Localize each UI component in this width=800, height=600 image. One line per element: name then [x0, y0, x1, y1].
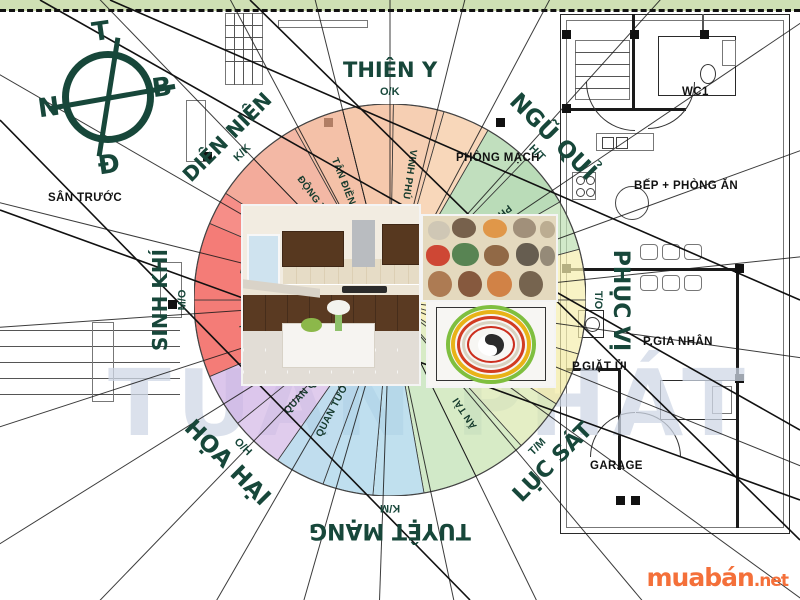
direction-ray-line	[389, 0, 551, 301]
floorplan-label-s-n-tr-c: SÂN TRƯỚC	[48, 192, 123, 204]
direction-ray-line	[389, 0, 466, 301]
direction-ray-line	[0, 299, 391, 428]
cooktop	[341, 286, 388, 294]
yin-yang-icon	[478, 333, 504, 356]
floorplan-label-ph-ng-m-ch: PHÒNG MẠCH	[456, 152, 540, 164]
kitchen-island	[281, 323, 376, 369]
direction-code-t-o: T/O	[592, 290, 605, 310]
column-left	[186, 100, 206, 162]
compass-label-north: B	[150, 71, 174, 105]
brand-suffix: .net	[753, 571, 789, 591]
column-left-2	[160, 262, 182, 318]
direction-ray-line	[0, 202, 391, 301]
zodiac-photo	[421, 214, 558, 302]
direction-name-tuyệt-mạng: TUYỆT MẠNG	[309, 517, 471, 543]
direction-code-o-k: O/K	[380, 86, 400, 98]
brand-name: muabán	[646, 563, 755, 592]
floorplan-label-garage: GARAGE	[590, 460, 643, 472]
direction-ray-line	[389, 0, 661, 301]
compass-label-south: N	[36, 91, 62, 125]
flowers	[327, 300, 351, 315]
direction-ray-line	[389, 299, 537, 600]
brand-logo: muabán.net	[646, 563, 790, 592]
floorplan-label-p-gia-nh-n: P.GIA NHÂN	[643, 336, 713, 348]
direction-code-k-m: K/M	[380, 502, 401, 514]
direction-ray-line	[0, 299, 391, 328]
kitchen-upper-cabinet	[281, 230, 344, 267]
direction-ray-line	[303, 299, 391, 600]
survey-line	[109, 0, 800, 301]
kitchen-photo	[241, 204, 421, 386]
kitchen-sink	[596, 133, 654, 151]
toilet-icon	[700, 64, 716, 84]
direction-ray-line	[389, 299, 800, 599]
direction-ray-line	[379, 299, 391, 600]
flower-stems	[334, 309, 342, 331]
yard-feature	[92, 322, 114, 402]
wc1-room	[658, 36, 736, 96]
stove	[572, 172, 596, 200]
direction-ray-line	[389, 22, 800, 301]
sink-basin-left	[602, 137, 614, 149]
direction-ray-line	[229, 0, 391, 301]
wc1-fixture	[722, 40, 736, 66]
compass-ring	[62, 51, 154, 143]
survey-line	[0, 119, 471, 600]
sink-basin-right	[616, 137, 628, 149]
direction-ray-line	[99, 0, 391, 301]
kitchen-upper-cabinet-right	[382, 223, 419, 265]
direction-name-sinh-khí: SINH KHÍ	[147, 249, 172, 351]
compass-label-west: T	[89, 15, 112, 49]
floorplan-label-b-p-ph-ng-n: BẾP + PHÒNG ĂN	[634, 180, 739, 192]
direction-ray-line	[389, 299, 643, 600]
compass-rose: T B N Đ	[36, 15, 180, 181]
direction-ray-line	[99, 299, 391, 600]
luopan-photo	[426, 300, 556, 388]
round-dining-table	[615, 186, 649, 220]
property-boundary-dashed-line	[0, 9, 800, 12]
property-boundary-strip	[0, 0, 800, 11]
range-hood	[352, 220, 375, 267]
direction-name-thiên-y: THIÊN Y	[343, 58, 438, 82]
floorplan-label-p-gi-t-i: P.GIẶT ỦI	[572, 361, 628, 373]
fruit-bowl	[301, 318, 323, 333]
direction-name-phục-vị: PHỤC VỊ	[607, 249, 633, 351]
direction-code-m-o: M/O	[175, 289, 188, 311]
direction-ray-line	[389, 299, 455, 600]
compass-label-east: Đ	[96, 148, 122, 182]
direction-ray-line	[314, 0, 391, 301]
floorplan-label-wc1: WC1	[682, 86, 709, 98]
